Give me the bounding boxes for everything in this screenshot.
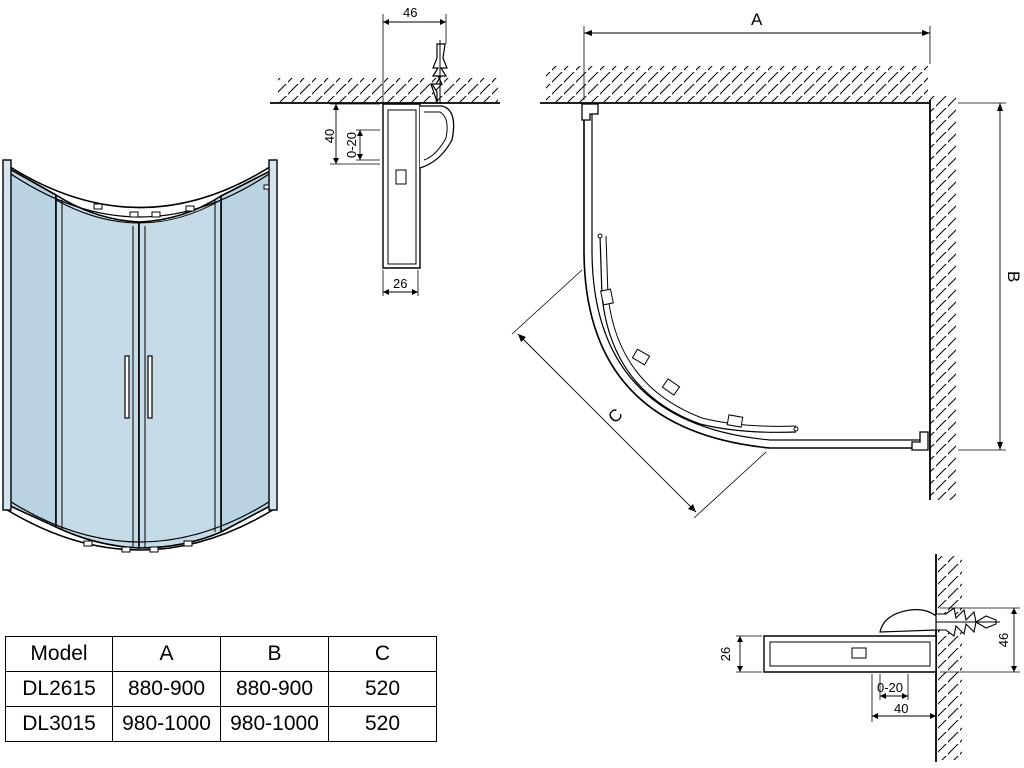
- profile-cover: [419, 105, 455, 169]
- top-rail-inner: [7, 171, 273, 218]
- dimensions-table: Model A B C DL2615 880-900 880-900 520 D…: [5, 636, 437, 742]
- dim-side-adjust: 0-20: [877, 680, 903, 695]
- cell-model: DL3015: [5, 706, 113, 742]
- dim-A: A: [751, 10, 763, 29]
- plan-view: [511, 26, 1006, 519]
- dim-top-width: 46: [403, 5, 417, 20]
- right-fixed-panel: [220, 168, 273, 534]
- dim-side-profile: 26: [718, 647, 733, 661]
- enclosure-perspective-view: [2, 159, 278, 553]
- wall-bracket-back: [581, 103, 599, 121]
- right-sliding-door: [138, 194, 222, 549]
- wall-bracket-side: [911, 431, 929, 451]
- dim-side-height: 46: [996, 633, 1011, 647]
- cell-b: 980-1000: [220, 706, 329, 742]
- header-a: A: [112, 636, 221, 672]
- cell-c: 520: [328, 706, 437, 742]
- top-profile-detail: [270, 14, 500, 296]
- cell-c: 520: [328, 671, 437, 707]
- wall-hatch: [938, 556, 962, 760]
- wall-profile-section: [382, 103, 421, 269]
- dim-side-depth: 40: [894, 701, 908, 716]
- header-b: B: [220, 636, 329, 672]
- side-profile-cover: [879, 609, 937, 633]
- left-door-handle: [124, 355, 130, 419]
- back-wall-hatch: [546, 66, 928, 102]
- cell-a: 980-1000: [112, 706, 221, 742]
- table-row: DL3015 980-1000 980-1000 520: [5, 706, 437, 742]
- table-row: DL2615 880-900 880-900 520: [5, 671, 437, 707]
- cell-a: 880-900: [112, 671, 221, 707]
- cell-model: DL2615: [5, 671, 113, 707]
- sliding-door-track: [599, 235, 797, 433]
- dim-top-profile: 26: [393, 276, 407, 291]
- side-wall-profile: [763, 635, 937, 673]
- bottom-rail-inner: [7, 499, 273, 543]
- header-c: C: [328, 636, 437, 672]
- wall-anchor: [430, 43, 448, 103]
- side-wall-hatch: [930, 96, 956, 500]
- top-rail-outer: [3, 162, 277, 209]
- left-wall-profile: [2, 159, 12, 511]
- ceiling-hatch: [278, 78, 498, 102]
- dim-top-adjust: 0-20: [344, 132, 359, 158]
- dim-top-height: 40: [322, 129, 337, 143]
- left-fixed-panel: [7, 166, 57, 529]
- enclosure-outline-inner: [591, 108, 920, 441]
- enclosure-outline-outer: [583, 104, 928, 449]
- dim-B: B: [1004, 271, 1023, 282]
- cell-b: 880-900: [220, 671, 329, 707]
- right-wall-profile: [268, 159, 278, 511]
- header-model: Model: [5, 636, 113, 672]
- bottom-rail-outer: [3, 507, 277, 551]
- table-header-row: Model A B C: [5, 636, 437, 672]
- right-door-handle: [147, 355, 153, 419]
- side-profile-detail: [736, 554, 1020, 762]
